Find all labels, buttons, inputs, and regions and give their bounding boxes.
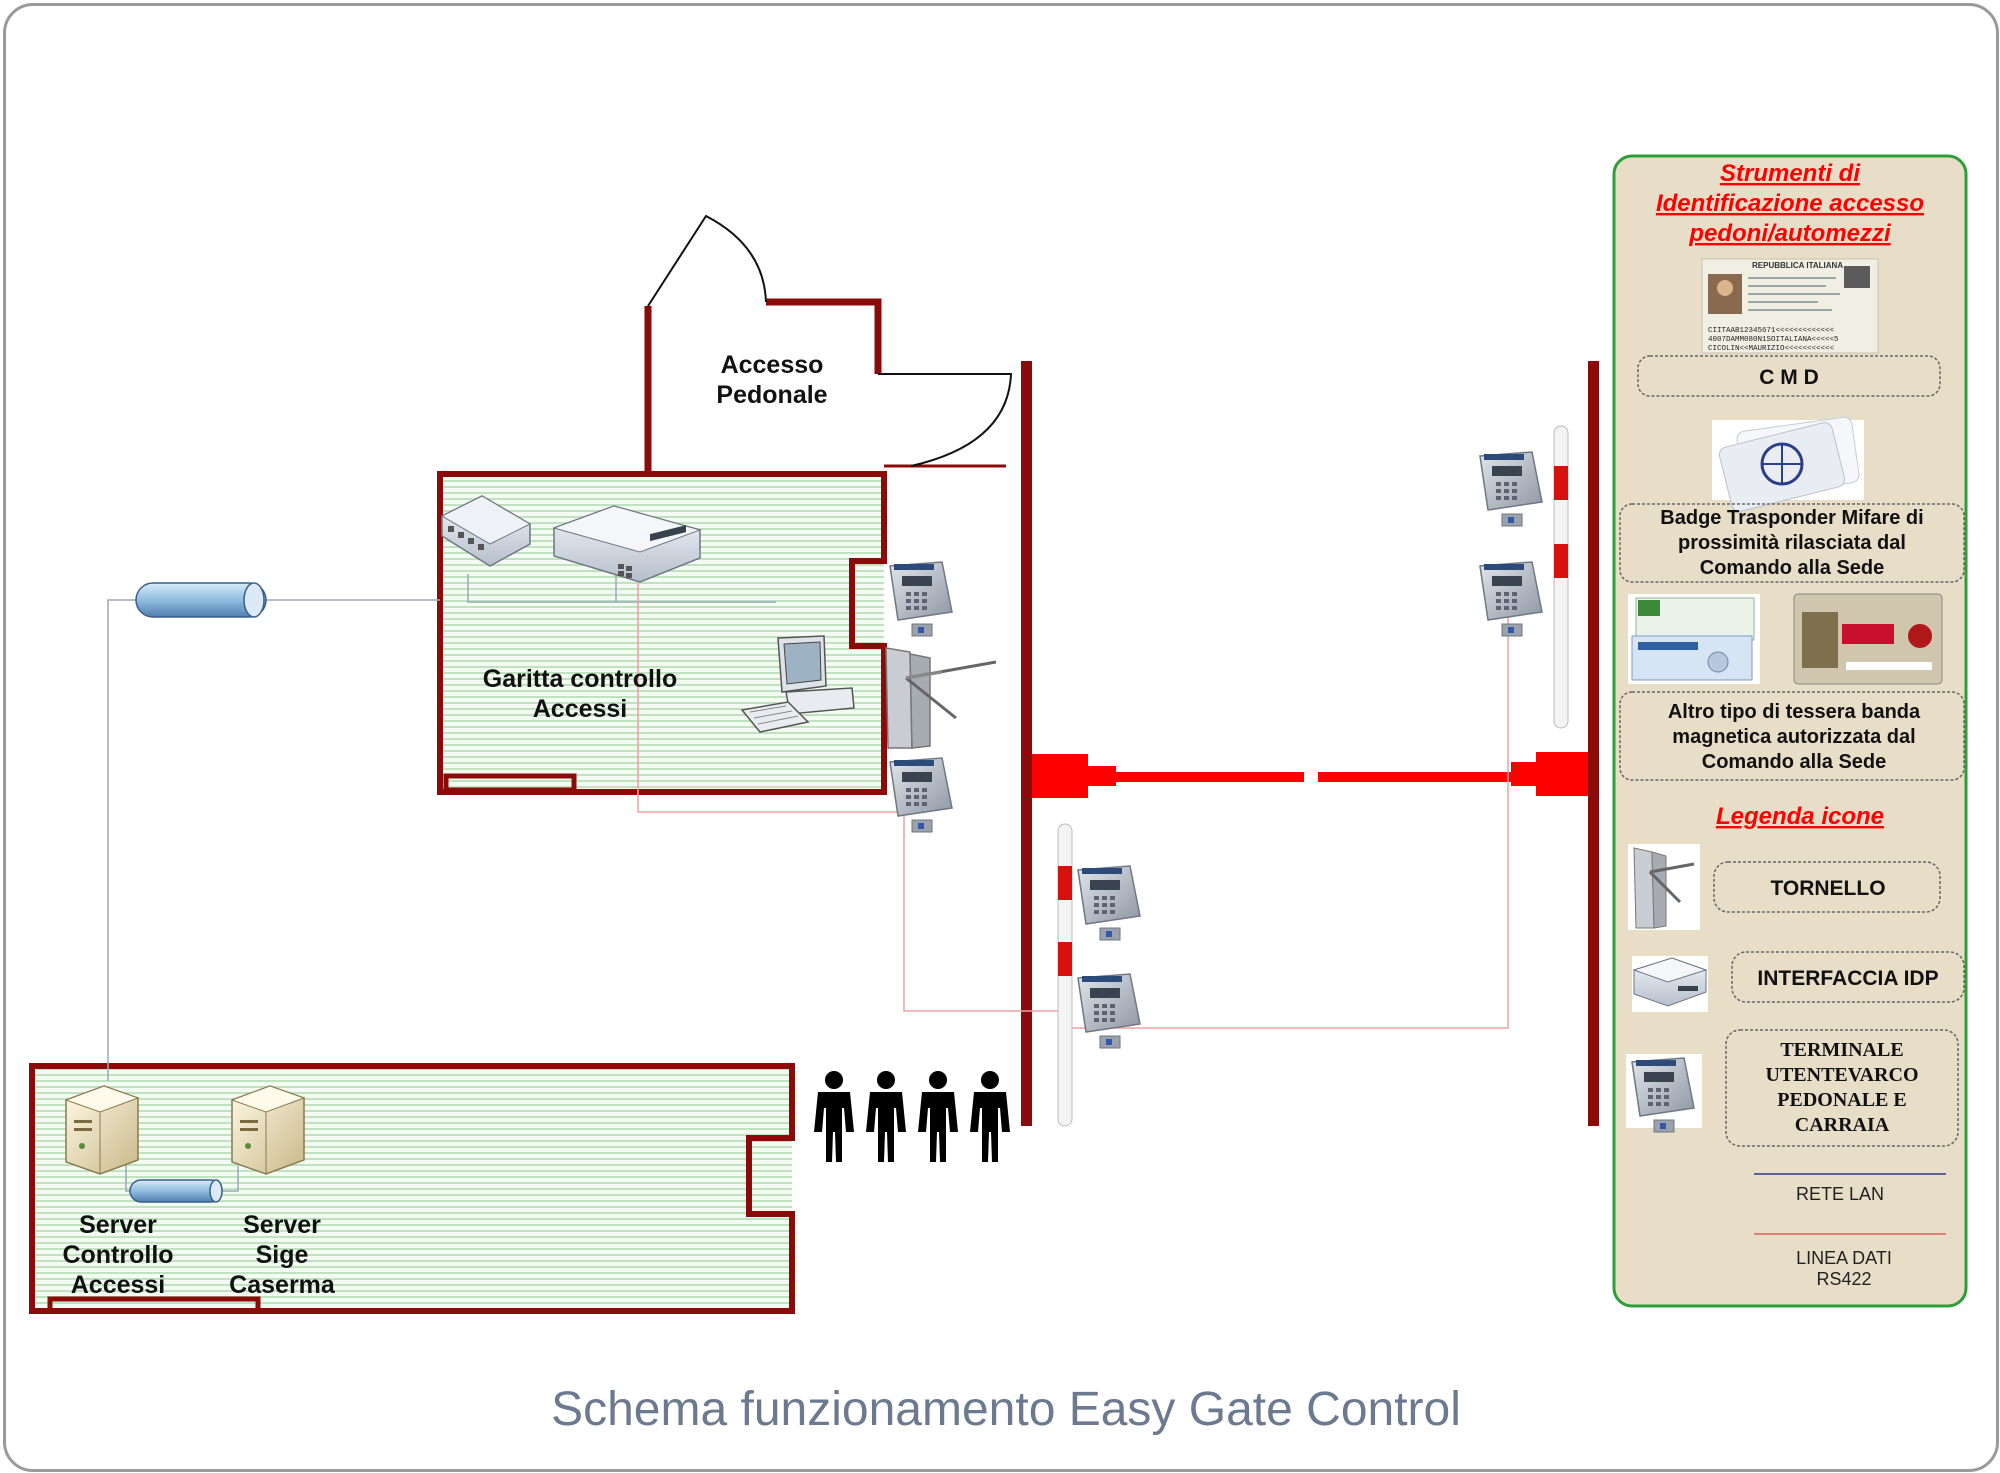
terminal-icon	[889, 757, 953, 833]
gate-wall-left	[1021, 361, 1032, 1126]
terminal-label-3: PEDONALE E	[1777, 1089, 1906, 1111]
door-swing-right	[878, 373, 1013, 467]
diagram-canvas: Accesso Pedonale Garitta controllo Acces…	[29, 154, 1968, 1314]
magnetic-card-image-1	[1628, 594, 1760, 684]
terminal-label-2: UTENTEVARCO	[1766, 1064, 1919, 1086]
id-card-mrz-3: CICOLIN<<MAURIZIO<<<<<<<<<<<	[1708, 345, 1835, 353]
turnstile-box	[1713, 861, 1941, 913]
access-server-label-3: Accessi	[71, 1271, 166, 1299]
legend-title-3: pedoni/automezzi	[1688, 220, 1892, 247]
badge-card-image	[1712, 416, 1864, 512]
badge-label-3: Comando alla Sede	[1700, 557, 1885, 579]
guard-booth-wall	[437, 471, 887, 795]
pedestrian-access-label-1: Accesso	[721, 351, 824, 379]
legend-panel: Strumenti di Identificazione accesso ped…	[1612, 154, 1968, 1308]
access-server-label-2: Controllo	[62, 1241, 173, 1269]
pedestrian-access-label-2: Pedonale	[716, 381, 827, 409]
diagram-frame: Accesso Pedonale Garitta controllo Acces…	[3, 3, 1999, 1472]
id-card-image: REPUBBLICA ITALIANA CIITAAB12345671<<<<<…	[1701, 258, 1879, 354]
terminal-label-4: CARRAIA	[1795, 1114, 1890, 1136]
interface-label: INTERFACCIA IDP	[1757, 967, 1938, 990]
guard-booth-door	[443, 773, 577, 793]
lan-label: RETE LAN	[1796, 1184, 1884, 1204]
legend-icons-title: Legenda icone	[1716, 803, 1884, 830]
terminal-icon	[1479, 561, 1543, 637]
network-switch-icon	[440, 495, 532, 567]
rs422-label-2: RS422	[1816, 1269, 1871, 1289]
id-card-mrz-1: CIITAAB12345671<<<<<<<<<<<<<	[1708, 327, 1835, 335]
gate-wall-right	[1588, 361, 1599, 1126]
sige-server-label-2: Sige	[256, 1241, 309, 1269]
legend-title-2: Identificazione accesso	[1656, 190, 1924, 217]
badge-box	[1619, 503, 1965, 583]
id-card-mrz-2: 4007DAMM080N1SOITALIANA<<<<<5	[1708, 336, 1839, 344]
legend-title-1: Strumenti di	[1720, 160, 1861, 187]
sige-server-icon	[231, 1085, 305, 1175]
badge-label-2: prossimità rilasciata dal	[1678, 532, 1906, 554]
legend-interface-icon	[1632, 956, 1708, 1012]
barrier-post-left	[1057, 823, 1073, 1127]
magnetic-card-label-2: magnetica autorizzata dal	[1672, 726, 1915, 748]
magnetic-card-label-3: Comando alla Sede	[1702, 751, 1887, 773]
access-server-icon	[65, 1085, 139, 1175]
cmd-label: C M D	[1759, 366, 1819, 389]
terminal-icon	[1077, 865, 1141, 941]
person-icon	[970, 1071, 1010, 1162]
barrier-post-right	[1553, 425, 1569, 729]
interface-idp-icon	[552, 505, 702, 583]
terminal-label-1: TERMINALE	[1780, 1039, 1903, 1061]
guard-booth-label-2: Accessi	[533, 695, 628, 723]
turnstile-icon	[885, 647, 997, 749]
magnetic-card-label-1: Altro tipo di tessera banda	[1668, 701, 1921, 723]
rs422-label-1: LINEA DATI	[1796, 1248, 1892, 1268]
cmd-box	[1637, 355, 1941, 397]
vehicle-barrier	[1032, 752, 1588, 798]
terminal-icon	[1479, 451, 1543, 527]
diagram-caption: Schema funzionamento Easy Gate Control	[551, 1383, 1461, 1436]
person-icon	[814, 1071, 854, 1162]
terminal-icon	[1077, 973, 1141, 1049]
terminal-icon	[889, 561, 953, 637]
badge-label-1: Badge Trasponder Mifare di	[1660, 507, 1923, 529]
access-server-label-1: Server	[79, 1211, 157, 1239]
id-card-header: REPUBBLICA ITALIANA	[1752, 261, 1843, 270]
server-room-door	[47, 1296, 261, 1314]
person-icon	[866, 1071, 906, 1162]
lan-tube-top	[135, 582, 267, 618]
terminal-box	[1725, 1029, 1959, 1147]
server-room-wall	[29, 1063, 795, 1314]
magnetic-card-box	[1619, 691, 1965, 781]
pedestrian-access-wall	[644, 298, 882, 474]
turnstile-label: TORNELLO	[1770, 877, 1885, 900]
network-lines	[107, 574, 1509, 1192]
door-swing-left	[647, 214, 767, 307]
legend-terminal-icon	[1626, 1054, 1702, 1133]
sige-server-label-1: Server	[243, 1211, 321, 1239]
guard-booth-label-1: Garitta controllo	[483, 665, 677, 693]
computer-workstation-icon	[740, 635, 855, 733]
person-icon	[918, 1071, 958, 1162]
magnetic-card-image-2	[1793, 593, 1943, 685]
sige-server-label-3: Caserma	[229, 1271, 336, 1299]
legend-turnstile-icon	[1628, 844, 1700, 930]
lan-tube-bottom	[129, 1179, 223, 1203]
interface-box	[1731, 951, 1965, 1003]
